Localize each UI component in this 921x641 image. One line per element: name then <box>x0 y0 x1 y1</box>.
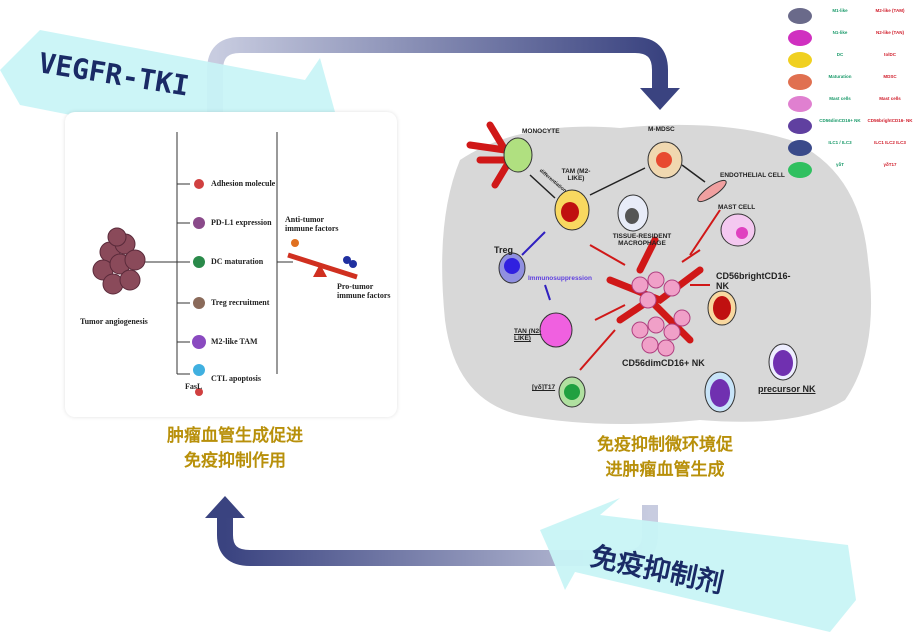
legend-cell-icon <box>788 30 812 46</box>
legend-cell-icon <box>788 74 812 90</box>
left-caption: 肿瘤血管生成促进 免疫抑制作用 <box>130 424 340 474</box>
label-mmdsc: M-MDSC <box>648 126 675 133</box>
interaction-arrows <box>579 209 721 371</box>
legend-row: DC tolDC <box>788 52 918 74</box>
pathway-dc: DC maturation <box>211 257 264 266</box>
legend-right: ILC1 ILC2 ILC3 <box>874 140 906 145</box>
legend-row: M1-like M2-like (TAM) <box>788 8 918 30</box>
left-caption-line2: 免疫抑制作用 <box>184 451 286 471</box>
legend-cell-icon <box>788 140 812 156</box>
cycle-arrowhead-bottom <box>205 496 245 518</box>
label-tam: TAM (M2-LIKE) <box>561 168 591 182</box>
right-caption-line1: 免疫抑制微环境促 <box>597 435 733 455</box>
label-immunosuppression: Immunosuppression <box>528 275 592 282</box>
monocyte-cell <box>503 137 533 173</box>
label-precursor-nk: precursor NK <box>758 384 816 394</box>
label-nk-bright: CD56brightCD16- NK <box>716 271 791 291</box>
tumor-angiogenesis-label: Tumor angiogenesis <box>80 317 148 326</box>
label-tan: TAN (N2-LIKE) <box>514 328 542 342</box>
legend-right: tolDC <box>884 52 896 57</box>
endothelial-cell <box>697 179 727 203</box>
anti-tumor-label: Anti-tumor immune factors <box>285 215 339 233</box>
legend-left: M1-like <box>832 8 848 13</box>
legend-right: M2-like (TAM) <box>875 8 905 13</box>
legend-cell-icon <box>788 118 812 134</box>
right-caption-line2: 进肿瘤血管生成 <box>605 460 725 480</box>
legend-left: Maturation <box>828 74 852 79</box>
immune-inhibitor-arrow <box>540 498 856 632</box>
label-nk-dim: CD56dimCD16+ NK <box>622 358 705 368</box>
left-caption-line1: 肿瘤血管生成促进 <box>167 426 303 446</box>
label-mast-cell: MAST CELL <box>718 204 756 211</box>
legend-cell-icon <box>788 96 812 112</box>
legend-row: γδT γδT17 <box>788 162 918 184</box>
legend-right: MDSC <box>883 74 897 79</box>
legend-right: N2-like (TAN) <box>876 30 904 35</box>
tumor-angiogenesis-panel: Tumor angiogenesis Adhesion molecule PD-… <box>65 112 397 417</box>
cycle-arrow-top <box>207 37 668 135</box>
pathway-ctl: CTL apoptosis <box>211 374 262 383</box>
cell-legend: M1-like M2-like (TAM) N1-like N2-like (TAN)… <box>788 8 918 184</box>
pathway-m2: M2-like TAM <box>211 337 258 346</box>
label-monocyte: MONOCYTE <box>522 128 560 135</box>
balance-seesaw-icon <box>287 239 358 280</box>
legend-cell-icon <box>788 52 812 68</box>
immunosuppression-arrows <box>521 231 551 301</box>
label-endothelial: ENDOTHELIAL CELL <box>720 172 785 179</box>
differentiation-arrows <box>529 164 706 199</box>
tumor-angiogenesis-icon <box>92 227 146 295</box>
legend-row: Mast cells Mast cells <box>788 96 918 118</box>
label-gdt17: [γδ]T17 <box>532 384 556 391</box>
legend-left: N1-like <box>832 30 848 35</box>
cycle-arrowhead-top <box>640 88 680 110</box>
legend-cell-icon <box>788 162 812 178</box>
legend-cell-icon <box>788 8 812 24</box>
fasl-label: FasL <box>185 382 203 391</box>
legend-right: γδT17 <box>883 162 897 167</box>
pathway-adhesion: Adhesion molecule <box>211 179 276 188</box>
legend-left: Mast cells <box>829 96 851 101</box>
tan-cell <box>539 312 573 348</box>
pathway-lines <box>92 132 358 396</box>
legend-row: CD56dimCD16+ NK CD56brightCD16- NK <box>788 118 918 140</box>
legend-row: ILC1 / ILC3 ILC1 ILC2 ILC3 <box>788 140 918 162</box>
legend-left: γδT <box>836 162 844 167</box>
pathway-pdl1: PD-L1 expression <box>211 218 272 227</box>
pathway-treg: Treg recruitment <box>211 298 270 307</box>
legend-left: DC <box>836 52 844 57</box>
legend-row: Maturation MDSC <box>788 74 918 96</box>
right-caption: 免疫抑制微环境促 进肿瘤血管生成 <box>555 433 775 483</box>
legend-right: CD56brightCD16- NK <box>867 118 913 123</box>
legend-left: ILC1 / ILC3 <box>828 140 852 145</box>
label-tissue-macrophage: TISSUE-RESIDENT MACROPHAGE <box>612 233 672 247</box>
tumor-cells <box>631 271 691 357</box>
label-treg: Treg <box>494 245 514 255</box>
legend-left: CD56dimCD16+ NK <box>819 118 861 123</box>
legend-right: Mast cells <box>879 96 901 101</box>
pro-tumor-label: Pro-tumor immune factors <box>337 282 391 300</box>
legend-row: N1-like N2-like (TAN) <box>788 30 918 52</box>
